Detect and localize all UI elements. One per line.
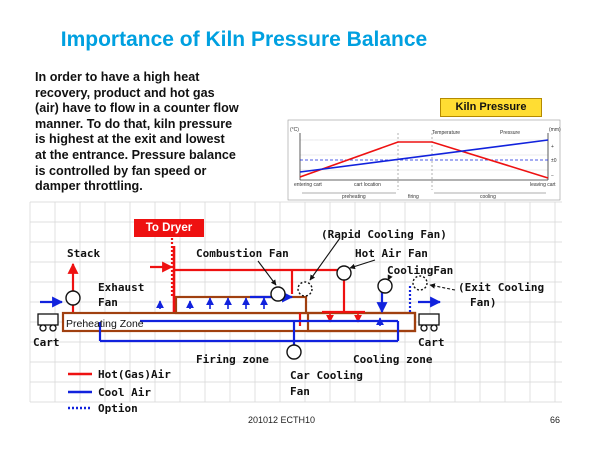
legend: Hot(Gas)Air Cool Air Option — [68, 368, 171, 415]
to-dryer-label: To Dryer — [134, 219, 204, 237]
legend-cool-air: Cool Air — [98, 386, 151, 399]
temperature-label: Temperature — [432, 130, 460, 136]
exit-cooling-fan-label: (Exit Cooling — [458, 281, 544, 294]
pressure-curve — [299, 139, 549, 173]
leaving-cart-label: leaving cart — [530, 182, 556, 188]
legend-option: Option — [98, 402, 138, 415]
cart-left-label: Cart — [33, 336, 60, 349]
exhaust-fan-icon — [65, 290, 81, 306]
exhaust-fan-label-line2: Fan — [98, 296, 118, 309]
kiln-pressure-label: Kiln Pressure — [440, 98, 542, 117]
plus-label: + — [551, 144, 554, 150]
kiln-pressure-chart: (°C) (mm) Temperature Pressure + ±0 − en… — [287, 119, 561, 201]
exit-cooling-fan-label-line2: Fan) — [470, 296, 497, 309]
car-cooling-fan-label-line2: Fan — [290, 385, 310, 398]
combustion-fan-icon — [270, 286, 286, 302]
cart-right-icon — [418, 313, 440, 332]
blue-arrows-up — [156, 297, 384, 326]
intro-line: recovery, product and hot gas — [35, 85, 215, 100]
hot-air-fan-icon — [336, 265, 352, 281]
slide-title: Importance of Kiln Pressure Balance — [60, 28, 428, 51]
cooling-zone-label: Cooling zone — [353, 353, 433, 366]
stack-label: Stack — [67, 247, 100, 260]
rapid-cooling-fan-icon — [297, 281, 313, 297]
minus-label: − — [551, 173, 554, 179]
firing-zone-label: Firing zone — [196, 353, 269, 366]
exhaust-fan-label: Exhaust — [98, 281, 144, 294]
preheating-zone-label: Preheating Zone — [66, 318, 144, 330]
y-left-label: (°C) — [290, 127, 299, 133]
temperature-curve — [299, 141, 549, 179]
car-cooling-fan-label: Car Cooling — [290, 369, 363, 382]
entering-cart-label: entering cart — [294, 182, 322, 188]
intro-line: is controlled by fan speed or — [35, 163, 207, 178]
cart-right-label: Cart — [418, 336, 445, 349]
cart-left-icon — [37, 313, 59, 332]
intro-line: In order to have a high heat — [35, 70, 200, 84]
diagram-grid — [29, 201, 562, 403]
firing-label: firing — [408, 194, 419, 200]
cooling-fan-label: CoolingFan — [387, 264, 453, 277]
car-cooling-fan-icon — [286, 344, 302, 360]
intro-line: damper throttling. — [35, 179, 143, 194]
intro-line: manner. To do that, kiln pressure — [35, 116, 233, 131]
y-right-label: (mm) — [549, 127, 561, 133]
pointer-arrows — [257, 237, 456, 291]
intro-line: is highest at the exit and lowest — [35, 132, 225, 147]
preheating-label: preheating — [342, 194, 366, 200]
exit-cooling-fan-icon — [412, 275, 428, 291]
rapid-cooling-fan-label: (Rapid Cooling Fan) — [321, 228, 447, 241]
footer-text: 201012 ECTH10 — [248, 415, 316, 425]
intro-line: (air) have to flow in a counter flow — [35, 101, 239, 116]
cooling-fan-icon — [377, 278, 393, 294]
pressure-label: Pressure — [500, 130, 520, 136]
hot-air-fan-label: Hot Air Fan — [355, 247, 428, 260]
intro-line: at the entrance. Pressure balance — [35, 147, 236, 162]
page-number: 66 — [550, 415, 561, 425]
combustion-fan-label: Combustion Fan — [196, 247, 289, 260]
legend-hot-air: Hot(Gas)Air — [98, 368, 171, 381]
cooling-label: cooling — [480, 194, 496, 200]
cart-location-label: cart location — [354, 182, 381, 188]
zero-label: ±0 — [551, 158, 557, 164]
intro-paragraph: In order to have a high heat recovery, p… — [35, 70, 285, 195]
